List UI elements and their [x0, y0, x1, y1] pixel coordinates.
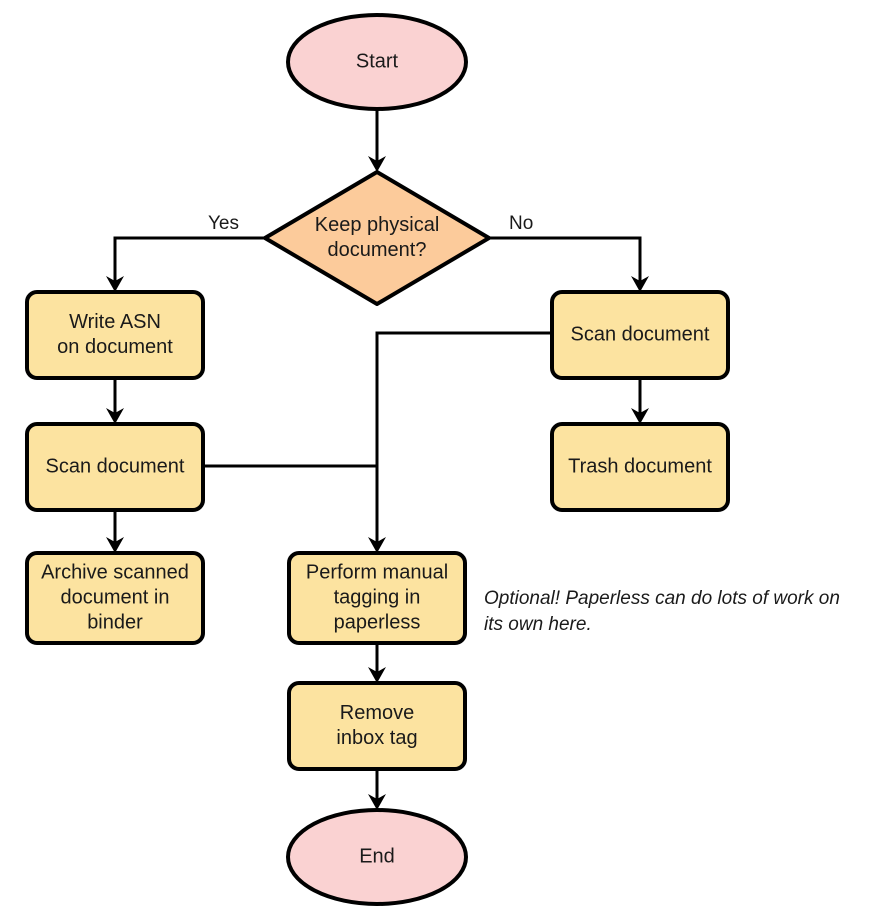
arrowhead-icon — [368, 667, 386, 683]
node-shape-rect — [287, 551, 467, 645]
node-keep-physical-document[interactable]: Keep physical document? — [263, 170, 491, 306]
node-label-write-asn-on-document: Write ASN — [69, 311, 161, 333]
arrowhead-icon — [631, 408, 649, 424]
annotation-optional-note: Optional! Paperless can do lots of work … — [484, 588, 840, 635]
edge-tagging-to-remove-inbox-tag — [368, 643, 386, 683]
node-scan-document-right[interactable]: Scan document — [550, 290, 730, 380]
node-label-archive-scanned-document-in-binder: Archive scanned — [41, 561, 189, 583]
node-label-perform-manual-tagging-in-paperless: Perform manual — [306, 561, 448, 583]
node-trash-document[interactable]: Trash document — [550, 422, 730, 512]
node-shape-rect — [550, 290, 730, 380]
edge-scan-document-right-to-trash — [631, 378, 649, 424]
node-scan-document-left[interactable]: Scan document — [25, 422, 205, 512]
edge-decision-no-to-scan-document-right: No — [490, 213, 649, 292]
edge-label-decision-no-to-scan-document-right: No — [509, 213, 533, 234]
edges-layer: Yes No — [106, 109, 649, 810]
node-archive-scanned-document-in-binder[interactable]: Archive scanned document in binder — [25, 551, 205, 645]
node-remove-inbox-tag[interactable]: Remove inbox tag — [287, 681, 467, 771]
node-shape-rect — [550, 422, 730, 512]
node-shape-rect — [25, 551, 205, 645]
annotation-line: its own here. — [484, 614, 592, 635]
node-label-scan-document-left: Scan document — [46, 455, 185, 477]
node-shape-rect — [287, 681, 467, 771]
arrowhead-icon — [368, 537, 386, 553]
node-shape-rect — [25, 422, 205, 512]
arrowhead-icon — [106, 408, 124, 424]
edge-path — [113, 236, 265, 286]
node-end[interactable]: End — [286, 808, 468, 906]
edge-scan-document-left-to-archive — [106, 510, 124, 553]
node-label-archive-scanned-document-in-binder: document in — [61, 586, 170, 608]
node-label-trash-document: Trash document — [568, 455, 712, 477]
node-label-remove-inbox-tag: Remove — [340, 702, 414, 724]
node-label-end: End — [359, 845, 395, 867]
node-label-write-asn-on-document: on document — [57, 336, 173, 358]
edge-decision-yes-to-write-asn: Yes — [106, 213, 265, 292]
node-shape-ellipse — [286, 808, 468, 906]
node-label-keep-physical-document: document? — [328, 239, 427, 261]
node-label-start: Start — [356, 50, 399, 72]
node-perform-manual-tagging-in-paperless[interactable]: Perform manual tagging in paperless — [287, 551, 467, 645]
node-shape-rect — [25, 290, 205, 380]
arrowhead-icon — [106, 537, 124, 553]
edge-path — [490, 236, 642, 286]
annotations-layer: Optional! Paperless can do lots of work … — [484, 588, 840, 635]
node-label-perform-manual-tagging-in-paperless: paperless — [334, 611, 421, 633]
node-shape-diamond — [263, 170, 491, 306]
node-shape-ellipse — [286, 13, 468, 111]
arrowhead-icon — [368, 794, 386, 810]
node-label-archive-scanned-document-in-binder: binder — [87, 611, 143, 633]
annotation-line: Optional! Paperless can do lots of work … — [484, 588, 840, 609]
node-label-keep-physical-document: Keep physical — [315, 214, 440, 236]
edge-start-to-decision — [368, 109, 386, 172]
node-label-scan-document-right: Scan document — [571, 323, 710, 345]
node-write-asn-on-document[interactable]: Write ASN on document — [25, 290, 205, 380]
edge-label-decision-yes-to-write-asn: Yes — [208, 213, 239, 234]
node-start[interactable]: Start — [286, 13, 468, 111]
arrowhead-icon — [368, 156, 386, 172]
arrowhead-icon — [631, 276, 649, 292]
edge-path — [375, 331, 552, 547]
edge-write-asn-to-scan-document-left — [106, 378, 124, 424]
edge-scan-document-right-to-tagging — [368, 331, 552, 553]
arrowhead-icon — [106, 276, 124, 292]
edge-remove-inbox-tag-to-end — [368, 769, 386, 810]
node-label-remove-inbox-tag: inbox tag — [336, 727, 417, 749]
node-label-perform-manual-tagging-in-paperless: tagging in — [334, 586, 421, 608]
